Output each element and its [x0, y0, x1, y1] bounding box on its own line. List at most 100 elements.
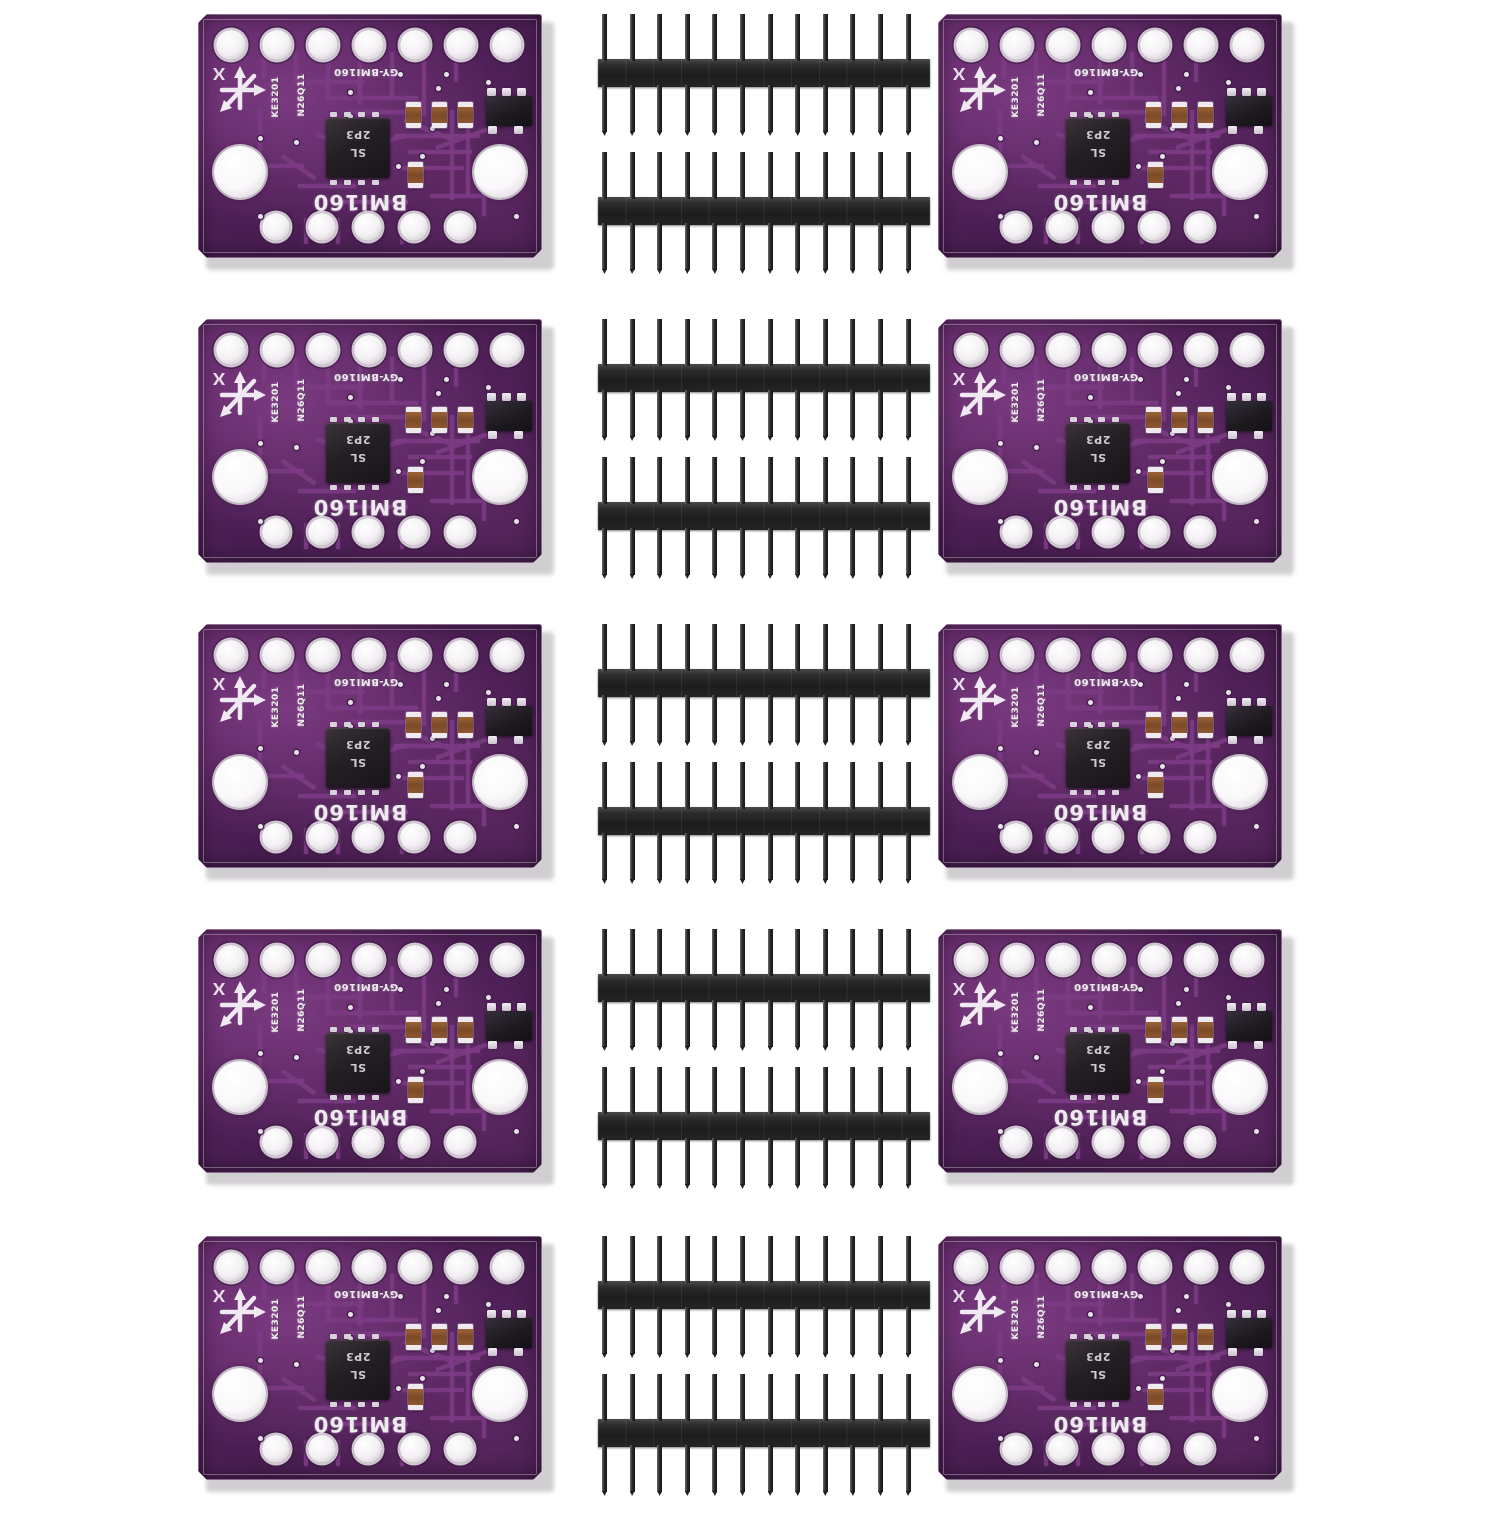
pcb-trace — [294, 662, 298, 692]
header-pin — [684, 457, 690, 504]
silk-left-label-1: KE3201 — [1011, 991, 1021, 1033]
header-pin — [822, 624, 828, 671]
mounting-hole-right — [474, 1061, 526, 1113]
header-pin — [767, 457, 773, 504]
pcb-trace — [294, 1302, 364, 1306]
pcb-via — [1176, 1001, 1181, 1006]
pcb-trace — [294, 995, 364, 999]
header-pad-top — [1002, 335, 1032, 365]
pcb-via — [258, 824, 263, 829]
pcb-trace — [1130, 662, 1134, 708]
header-pin — [905, 1000, 911, 1047]
header-pin — [712, 390, 718, 437]
mounting-hole-left — [214, 451, 266, 503]
pcb-trace — [408, 1065, 472, 1069]
header-pin — [878, 14, 883, 61]
header-pin — [878, 624, 883, 671]
pcb-via — [486, 80, 491, 85]
header-pin — [629, 1374, 635, 1421]
ic-lead — [1242, 393, 1251, 401]
pcb-via — [436, 696, 441, 701]
pcb-via — [1176, 1308, 1181, 1313]
pcb-trace — [1206, 1039, 1210, 1109]
pcb-trace — [1130, 357, 1134, 403]
header-pad-top — [1140, 945, 1170, 975]
header-pad-top — [308, 640, 338, 670]
pcb-via — [294, 750, 299, 755]
ic-lead — [488, 431, 497, 439]
header-pin — [657, 1445, 663, 1492]
header-pin — [602, 528, 607, 575]
header-pin — [629, 390, 635, 437]
ic-lead — [488, 1348, 497, 1356]
silk-top-marking: GY-BMI160 — [1073, 1288, 1139, 1299]
pcb-trace — [1134, 439, 1220, 443]
header-pad-top — [1186, 30, 1216, 60]
pcb-trace — [1130, 1274, 1134, 1320]
pcb-trace — [450, 1025, 454, 1115]
pcb-trace — [435, 1043, 487, 1065]
pcb-trace — [348, 110, 414, 114]
pcb-via — [998, 1129, 1003, 1134]
ic-pad-row-bottom — [1070, 790, 1119, 795]
smd-resistor — [408, 162, 423, 188]
header-pin — [905, 929, 911, 976]
pcb-via — [1254, 214, 1259, 219]
header-pin — [740, 390, 745, 437]
header-pin — [850, 624, 856, 671]
header-pin — [629, 528, 635, 575]
ic-lead — [517, 1003, 526, 1011]
pcb-trace — [326, 662, 330, 708]
header-pad-top — [1140, 1252, 1170, 1282]
header-pin — [878, 762, 883, 809]
header-pad-bottom — [1048, 1128, 1076, 1156]
pcb-via — [998, 519, 1003, 524]
header-pad-top — [216, 640, 246, 670]
header-pad-top — [308, 1252, 338, 1282]
header-pin — [905, 457, 911, 504]
ic-marking-line-1: 2P3 — [345, 738, 371, 751]
header-pad-bottom — [308, 518, 336, 546]
pcb-via — [1176, 391, 1181, 396]
pcb-via — [444, 377, 449, 382]
pcb-via — [444, 682, 449, 687]
header-pad-bottom — [1002, 1128, 1030, 1156]
header-pin — [822, 1138, 828, 1185]
ic-lead — [487, 393, 496, 401]
pcb-trace — [1078, 1422, 1148, 1426]
header-pin — [740, 528, 745, 575]
pcb-trace — [1066, 967, 1070, 1013]
header-pin — [795, 390, 801, 437]
header-pad-top — [492, 1252, 522, 1282]
pcb-trace — [1088, 110, 1154, 114]
pcb-trace — [304, 523, 308, 549]
ic-pad-row-bottom — [1070, 485, 1119, 490]
smd-resistor — [406, 712, 421, 738]
pcb-via — [258, 136, 263, 141]
ic-lead — [502, 393, 511, 401]
pcb-trace — [1098, 1274, 1102, 1326]
smd-resistor — [406, 1017, 421, 1043]
header-pad-top — [1232, 945, 1262, 975]
pcb-trace — [454, 662, 458, 692]
header-pad-bottom — [262, 823, 290, 851]
header-pad-top — [1140, 335, 1170, 365]
header-pin — [822, 223, 828, 270]
pcb-trace — [358, 52, 362, 104]
board-model-label: BMI160 — [312, 800, 408, 824]
pcb-via — [396, 164, 401, 169]
header-pin — [795, 624, 801, 671]
header-pin — [767, 319, 773, 366]
pcb-via — [514, 1436, 519, 1441]
pin-header-strip — [588, 762, 940, 880]
header-pin — [905, 528, 911, 575]
header-plastic-body — [598, 1281, 930, 1309]
ic-lead — [502, 698, 511, 706]
pin-header-strip — [588, 319, 940, 437]
mounting-hole-left — [214, 1368, 266, 1420]
ic-lead — [1228, 126, 1237, 134]
header-pin — [657, 1000, 663, 1047]
